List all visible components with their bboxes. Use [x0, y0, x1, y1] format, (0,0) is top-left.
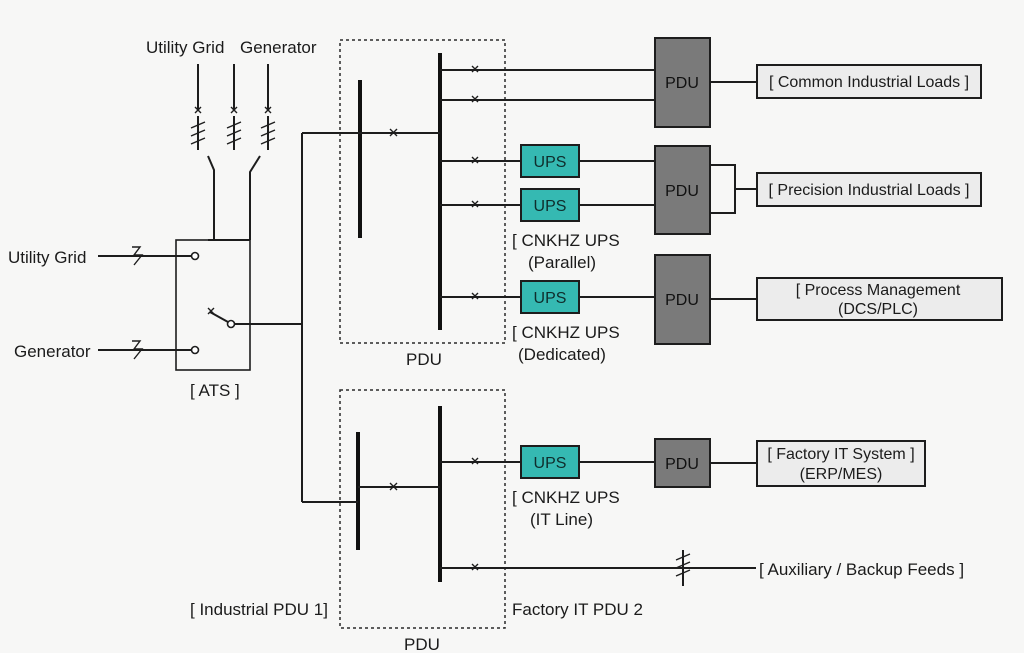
load-factory-it-system: [ Factory IT System ] (ERP/MES) [756, 440, 926, 487]
fuse-icon [226, 116, 242, 150]
generator-top-label: Generator [240, 38, 317, 57]
fuse-icon [675, 550, 691, 586]
pdu-process: PDU [654, 254, 711, 345]
ups-parallel-2: UPS [520, 188, 580, 222]
utility-grid-top-label: Utility Grid [146, 38, 224, 57]
lower-branches [440, 457, 756, 586]
ats-output-riser [301, 132, 340, 503]
load-precision-label: [ Precision Industrial Loads ] [769, 182, 970, 199]
pdu-label: PDU [665, 456, 699, 473]
upper-pdu-label: PDU [406, 350, 442, 369]
load-common-label: [ Common Industrial Loads ] [769, 74, 969, 91]
lower-pdu-label: PDU [404, 635, 440, 653]
pdu-factory-it: PDU [654, 438, 711, 488]
ups-parallel-1: UPS [520, 144, 580, 178]
factory-it-pdu-2-label: Factory IT PDU 2 [512, 600, 643, 619]
ats-box [175, 239, 251, 371]
ups-label: UPS [534, 198, 567, 215]
load-factory-it-label-1: [ Factory IT System ] [767, 446, 914, 463]
ups-dedicated: UPS [520, 280, 580, 314]
ups-itline-caption-2: (IT Line) [530, 510, 593, 529]
generator-left-label: Generator [14, 342, 91, 361]
industrial-pdu-1-label: [ Industrial PDU 1] [190, 600, 328, 619]
load-process-label-2: (DCS/PLC) [838, 301, 918, 318]
pdu-label: PDU [665, 183, 699, 200]
fuse-icon [260, 116, 276, 150]
ups-label: UPS [534, 154, 567, 171]
ups-dedicated-caption-2: (Dedicated) [518, 345, 606, 364]
upper-pdu-internal [340, 128, 440, 137]
ups-label: UPS [534, 455, 567, 472]
lightning-icon [132, 246, 144, 266]
lower-pdu-internal [340, 482, 440, 503]
ups-itline-caption-1: [ CNKHZ UPS [512, 488, 620, 507]
pdu-precision: PDU [654, 145, 711, 235]
pdu-common: PDU [654, 37, 711, 128]
pdu-label: PDU [665, 292, 699, 309]
ups-dedicated-caption-1: [ CNKHZ UPS [512, 323, 620, 342]
utility-grid-left-label: Utility Grid [8, 248, 86, 267]
ats-label: [ ATS ] [190, 381, 240, 400]
load-precision-industrial: [ Precision Industrial Loads ] [756, 172, 982, 207]
lower-pdu-enclosure [339, 389, 506, 629]
top-feeders [190, 64, 276, 241]
fuse-icon [190, 116, 206, 150]
load-process-management: [ Process Management (DCS/PLC) [756, 277, 1003, 321]
upper-branches [440, 65, 655, 300]
lightning-icon [132, 340, 144, 360]
pdu-to-load-lines [710, 81, 757, 464]
pdu-label: PDU [665, 75, 699, 92]
ups-to-pdu-lines [579, 160, 655, 463]
ups-label: UPS [534, 290, 567, 307]
load-common-industrial: [ Common Industrial Loads ] [756, 64, 982, 99]
load-auxiliary-label: [ Auxiliary / Backup Feeds ] [759, 560, 964, 579]
load-process-label-1: [ Process Management [796, 282, 961, 299]
load-factory-it-label-2: (ERP/MES) [800, 466, 883, 483]
ats-inputs [98, 246, 302, 360]
ups-it-line: UPS [520, 445, 580, 479]
ups-parallel-caption-2: (Parallel) [528, 253, 596, 272]
ups-parallel-caption-1: [ CNKHZ UPS [512, 231, 620, 250]
